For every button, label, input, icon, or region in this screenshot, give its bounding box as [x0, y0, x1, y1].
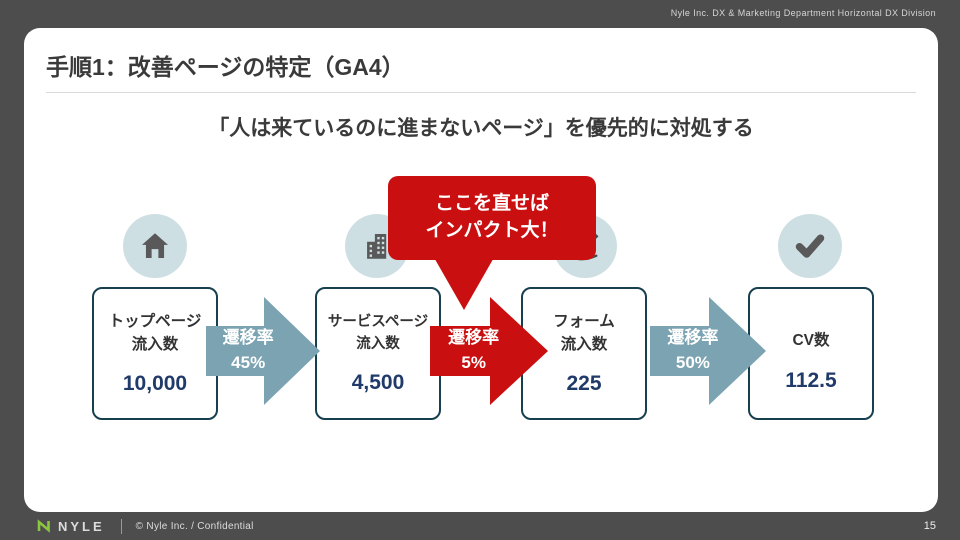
page-title: 手順1：改善ページの特定（GA4） [46, 54, 405, 80]
stage-value: 4,500 [351, 370, 405, 394]
check-icon [778, 214, 842, 278]
slide-footer: NYLE © Nyle Inc. / Confidential 15 [0, 512, 960, 540]
transition-rate-label: 遷移率 45% [222, 328, 274, 372]
nyle-logo-icon [37, 519, 50, 533]
stage-box-service-page: サービスページ 流入数 4,500 [315, 287, 441, 420]
impact-callout-text: ここを直せば インパクト大！ [425, 193, 559, 241]
stage-value: 225 [566, 371, 602, 395]
page-number: 15 [923, 520, 936, 532]
title-divider [46, 92, 916, 93]
stage-label: フォーム 流入数 [553, 313, 615, 353]
home-icon [123, 214, 187, 278]
stage-label: CV数 [792, 332, 830, 350]
stage-box-top-page: トップページ 流入数 10,000 [92, 287, 218, 420]
stage-label: サービスページ 流入数 [327, 314, 429, 352]
transition-rate-label: 遷移率 5% [448, 328, 500, 372]
nyle-logo-text: NYLE [58, 518, 105, 534]
nyle-logo: NYLE [36, 518, 105, 534]
slide-header-credit: Nyle Inc. DX & Marketing Department Hori… [670, 8, 936, 18]
stage-value: 112.5 [785, 368, 837, 392]
slide-card: 手順1：改善ページの特定（GA4） 「人は来ているのに進まないページ」を優先的に… [24, 28, 938, 512]
transition-rate-label: 遷移率 50% [667, 328, 719, 372]
transition-arrow-5-highlight: 遷移率 5% [430, 289, 548, 413]
slide-subtitle: 「人は来ているのに進まないページ」を優先的に対処する [208, 117, 754, 140]
footer-divider [120, 518, 122, 534]
stage-box-cv: CV数 112.5 [748, 287, 874, 420]
footer-copyright: © Nyle Inc. / Confidential [135, 520, 254, 532]
transition-arrow-45: 遷移率 45% [206, 289, 320, 413]
impact-callout-bubble: ここを直せば インパクト大！ [384, 174, 600, 312]
stage-value: 10,000 [122, 371, 188, 395]
transition-arrow-50: 遷移率 50% [650, 289, 766, 413]
stage-label: トップページ 流入数 [108, 313, 202, 353]
